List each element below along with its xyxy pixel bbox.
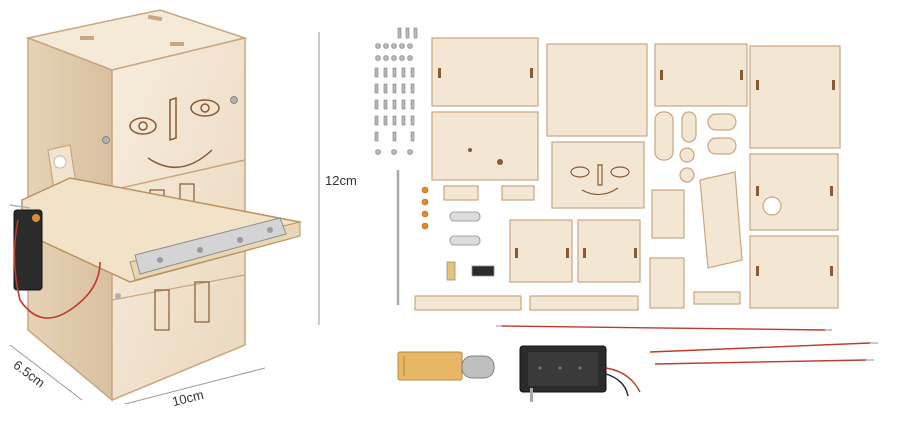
loose-red-wires: [501, 325, 871, 365]
panel-top-right-a: [654, 43, 748, 107]
width-label: 10cm: [171, 387, 205, 409]
long-strip-a: [414, 295, 522, 311]
gear-motor: [397, 351, 495, 381]
panel-top-right-b: [749, 45, 841, 149]
parts-kit: [374, 27, 878, 402]
orange-washers: [421, 186, 429, 230]
height-dimension: 12cm: [318, 32, 357, 325]
panel-lower-b: [577, 219, 641, 283]
robot-arm-tray: [21, 177, 302, 283]
width-dimension: 10cm: [124, 367, 266, 409]
depth-label: 6.5cm: [11, 357, 48, 390]
height-label: 12cm: [325, 173, 357, 188]
panel-lower-a: [509, 219, 573, 283]
panel-mid-left: [431, 111, 539, 181]
battery-box: [519, 345, 641, 402]
panel-top-left: [431, 37, 539, 107]
panel-round-hole: [749, 153, 839, 231]
panel-mechanism: [546, 43, 648, 137]
panel-small-bottom: [649, 257, 685, 309]
face-panel-engraving: [570, 164, 630, 196]
panel-bottom-right: [749, 235, 839, 309]
assembled-robot-box: [9, 9, 302, 402]
robot-face: [129, 96, 220, 169]
long-strip-c: [693, 291, 741, 305]
wooden-panels: [414, 37, 841, 311]
screws-and-nuts: [374, 27, 418, 155]
red-wire: [13, 219, 101, 319]
long-strip-b: [529, 295, 639, 311]
panel-small-mid: [651, 189, 685, 239]
metal-contact-plate: [134, 217, 287, 275]
